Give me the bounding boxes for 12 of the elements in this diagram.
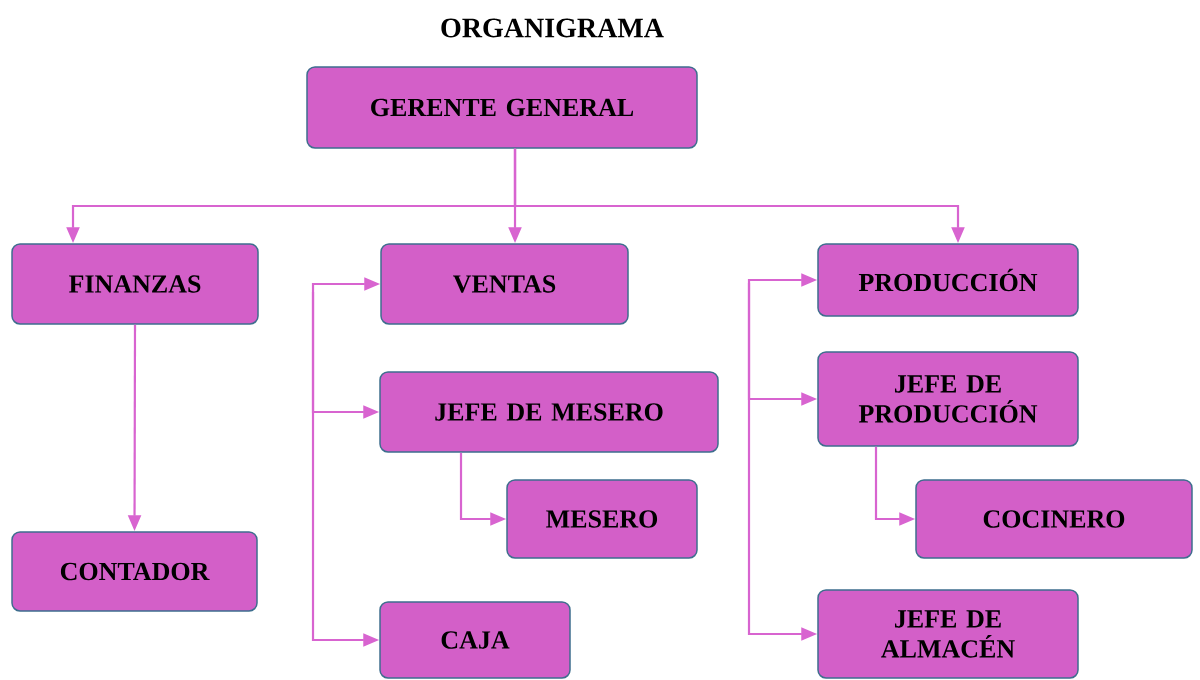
title: ORGANIGRAMA bbox=[441, 18, 664, 38]
org-box: JEFE DE ALMACÉN bbox=[817, 589, 1079, 679]
org-box: JEFE DE PRODUCCIÓN bbox=[817, 351, 1079, 447]
org-box: VENTAS bbox=[380, 243, 629, 325]
org-box: CAJA bbox=[379, 601, 571, 679]
org-box: COCINERO bbox=[915, 479, 1193, 559]
org-box: FINANZAS bbox=[11, 243, 259, 325]
org-box: CONTADOR bbox=[11, 531, 258, 612]
org-box: PRODUCCIÓN bbox=[817, 243, 1079, 317]
org-box: GERENTE GENERAL bbox=[306, 66, 698, 149]
org-box: MESERO bbox=[506, 479, 698, 559]
org-box: JEFE DE MESERO bbox=[379, 371, 719, 453]
